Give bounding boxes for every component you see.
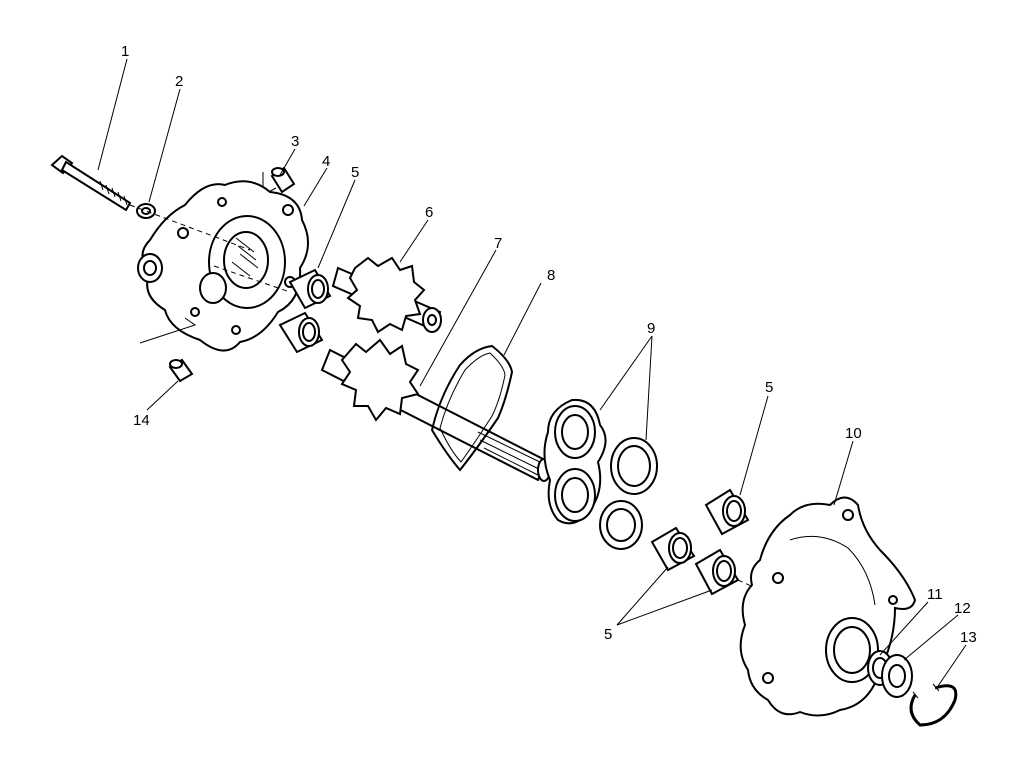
- callout-10: 10: [845, 425, 862, 442]
- callout-2: 2: [175, 73, 183, 90]
- idler-gear-part-6: [331, 256, 442, 334]
- needle-bearing-right-top: [704, 488, 750, 536]
- seal-ring-upper: [610, 437, 658, 495]
- callout-6: 6: [425, 204, 433, 221]
- needle-bearing-lower: [278, 311, 324, 354]
- callout-5-right: 5: [765, 379, 773, 396]
- callout-14: 14: [133, 412, 150, 429]
- callout-4: 4: [322, 153, 330, 170]
- callout-5-lower: 5: [604, 626, 612, 643]
- needle-bearing-right-mid: [650, 526, 696, 572]
- needle-bearing-upper: [288, 268, 332, 310]
- callout-3: 3: [291, 133, 299, 150]
- wear-plate-part-9: [543, 398, 607, 525]
- drive-shaft-part-7: [320, 338, 551, 482]
- seal-ring-lower: [599, 500, 643, 550]
- front-housing-part-4: [129, 180, 309, 352]
- callout-8: 8: [547, 267, 555, 284]
- callout-13: 13: [960, 629, 977, 646]
- locating-pin-part-14: [139, 317, 197, 383]
- retainer-part-12: [881, 654, 913, 698]
- callout-1: 1: [121, 43, 129, 60]
- callout-5-upper: 5: [351, 164, 359, 181]
- callout-12: 12: [954, 600, 971, 617]
- bolt-part-1: [50, 154, 132, 212]
- gasket-part-8: [430, 344, 514, 472]
- callout-labels: 1 2 3 4 5 6 7 8 9 5 10 11 12 13 14 5: [121, 43, 977, 646]
- callout-7: 7: [494, 235, 502, 252]
- washer-part-2: [136, 203, 156, 219]
- needle-bearing-right-low: [694, 548, 761, 596]
- callout-11: 11: [927, 586, 943, 603]
- callout-9: 9: [647, 320, 655, 337]
- snap-ring-part-13: [909, 683, 958, 727]
- leader-lines: [97, 58, 967, 687]
